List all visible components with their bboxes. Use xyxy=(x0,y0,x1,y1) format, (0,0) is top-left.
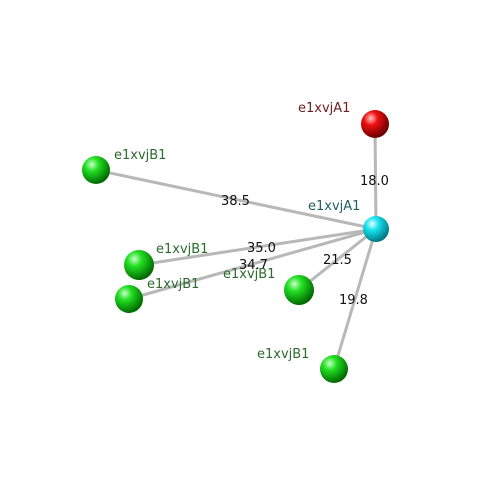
edge-label-cyan-g1: 38.5 xyxy=(221,194,250,209)
node-labels-layer: e1xvjA1 e1xvjA1 e1xvjB1 e1xvjB1 e1xvjB1 … xyxy=(114,101,360,362)
edge-label-cyan-red: 18.0 xyxy=(360,174,389,189)
node-label-green-4: e1xvjB1 xyxy=(223,267,275,282)
node-green-sphere-3[interactable] xyxy=(115,285,143,313)
node-label-green-5: e1xvjB1 xyxy=(257,347,309,362)
edge-label-cyan-g5: 19.8 xyxy=(339,293,368,308)
node-cyan-sphere[interactable] xyxy=(363,216,389,242)
edge-cyan-g2 xyxy=(138,227,377,267)
node-label-cyan: e1xvjA1 xyxy=(308,199,360,214)
edge-label-cyan-g3: 34.7 xyxy=(239,258,268,273)
edge-labels-layer: 18.0 38.5 35.0 34.7 21.5 19.8 xyxy=(221,174,389,308)
edge-cyan-g5 xyxy=(332,228,378,370)
edges-layer xyxy=(95,123,378,370)
edge-cyan-g4 xyxy=(298,227,377,292)
edge-cyan-red xyxy=(373,123,378,230)
edge-cyan-g1 xyxy=(95,168,377,231)
node-red-sphere[interactable] xyxy=(361,110,389,138)
node-green-sphere-4[interactable] xyxy=(284,275,314,305)
edge-cyan-g3 xyxy=(128,227,377,301)
node-label-red: e1xvjA1 xyxy=(298,101,350,116)
nodes-layer xyxy=(82,110,389,383)
node-label-green-3: e1xvjB1 xyxy=(147,277,199,292)
node-label-green-2: e1xvjB1 xyxy=(156,242,208,257)
node-label-green-1: e1xvjB1 xyxy=(114,148,166,163)
node-green-sphere-5[interactable] xyxy=(320,355,348,383)
node-green-sphere-1[interactable] xyxy=(82,156,110,184)
node-green-sphere-2[interactable] xyxy=(124,250,154,280)
edge-label-cyan-g2: 35.0 xyxy=(247,241,276,256)
edge-label-cyan-g4: 21.5 xyxy=(323,253,352,268)
